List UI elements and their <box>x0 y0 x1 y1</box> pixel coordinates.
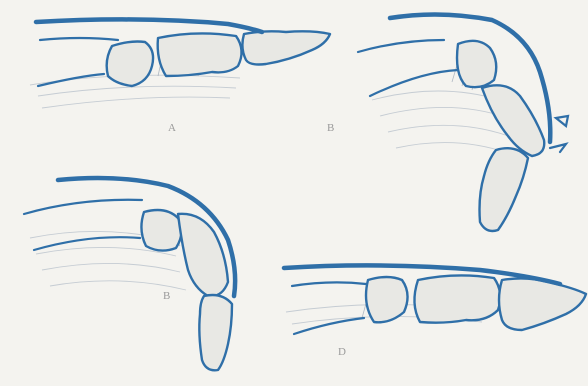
panel-c-illustration <box>24 178 235 370</box>
panel-d-proximal-phalanx <box>414 275 500 322</box>
panel-d-label: D <box>338 346 346 358</box>
panel-a-proximal-phalanx <box>158 33 242 76</box>
panel-a-inner-line <box>40 38 118 40</box>
panel-a-lower-tendon <box>38 74 104 86</box>
panel-b-arrow-mark <box>550 116 568 152</box>
panel-a-dorsal-outline <box>36 19 262 32</box>
panel-a-illustration <box>30 19 330 108</box>
panel-b-inner-line <box>358 40 444 52</box>
panel-d-illustration <box>284 265 586 334</box>
panel-b-middle-bone <box>457 41 496 87</box>
panel-d-middle-bone <box>366 277 408 322</box>
panel-b-distal-phalanx <box>480 148 529 231</box>
panel-c-middle-bone <box>141 210 181 251</box>
panel-a-middle-bone <box>107 42 153 87</box>
panel-b-label: B <box>327 122 335 134</box>
panel-a-distal-phalanx <box>242 31 330 64</box>
panel-d-distal-phalanx <box>499 278 586 330</box>
panel-b-proximal-phalanx <box>482 85 544 156</box>
panel-c-inner-line <box>24 200 142 214</box>
panel-d-inner-line <box>292 282 366 286</box>
panel-c-label: B <box>163 290 171 302</box>
panel-b-illustration <box>358 14 568 231</box>
panel-a-label: A <box>168 122 176 134</box>
panel-d-lower-tendon <box>294 318 364 334</box>
panel-c-distal-phalanx <box>199 295 232 370</box>
